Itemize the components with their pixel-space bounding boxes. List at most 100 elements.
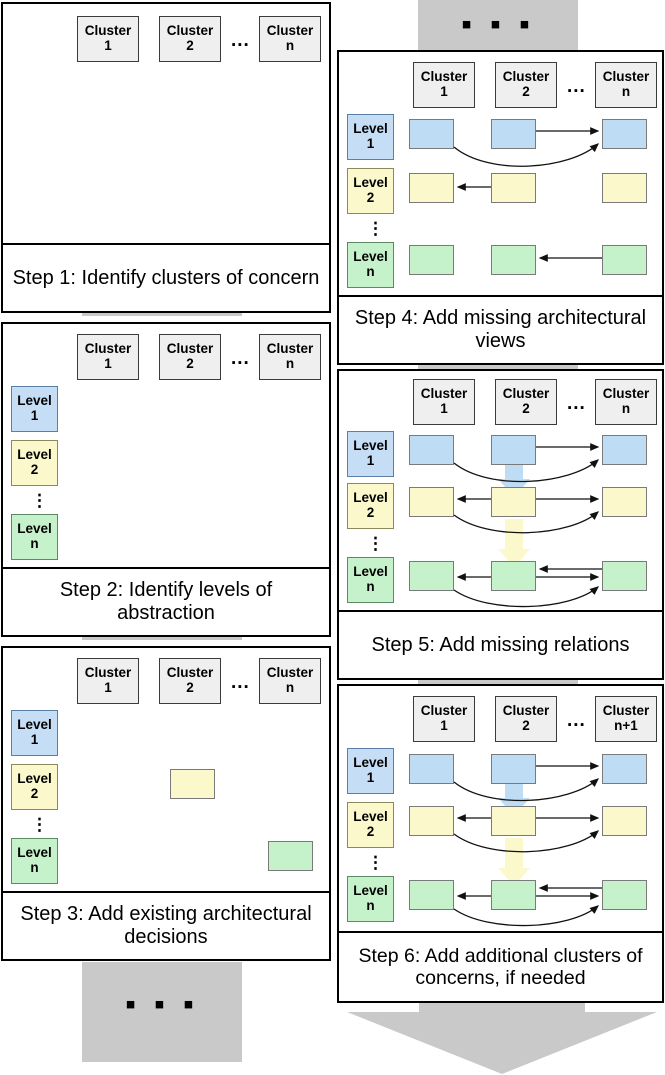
view-cell-level1-cluster1[interactable]	[409, 119, 454, 149]
level-box-1-line1: Level	[17, 393, 52, 409]
cluster-ellipsis-icon: ...	[567, 393, 586, 414]
level-box-1[interactable]: Level 1	[347, 748, 394, 794]
cluster-box-1-line1: Cluster	[420, 703, 468, 719]
cluster-box-n[interactable]: Cluster n	[595, 62, 657, 108]
level-box-n-line2: n	[366, 579, 375, 594]
view-cell-level2-cluster1[interactable]	[409, 487, 454, 517]
level-box-2[interactable]: Level 2	[11, 440, 58, 486]
level-box-2-line2: 2	[30, 786, 39, 801]
view-cell-level1-cluster2[interactable]	[491, 435, 536, 465]
level-box-2[interactable]: Level 2	[347, 168, 394, 214]
flow-down-arrow	[347, 1000, 657, 1074]
panel-step1-canvas: Cluster 1 Cluster 2 ... Cluster n	[3, 4, 329, 245]
level-box-2[interactable]: Level 2	[347, 483, 394, 529]
cluster-box-n[interactable]: Cluster n	[259, 658, 321, 704]
level-box-1[interactable]: Level 1	[11, 386, 58, 432]
cluster-box-2[interactable]: Cluster 2	[159, 16, 221, 62]
cluster-box-1-line2: 1	[104, 38, 112, 53]
cluster-box-n-line1: Cluster	[266, 341, 314, 357]
view-cell-level2-cluster1[interactable]	[409, 173, 454, 203]
level-box-n[interactable]: Level n	[347, 557, 394, 603]
cluster-box-2[interactable]: Cluster 2	[159, 334, 221, 380]
connector-bar-step2-step3	[82, 634, 242, 640]
cluster-box-1[interactable]: Cluster 1	[77, 658, 139, 704]
decision-cell-leveln-clustern[interactable]	[268, 841, 313, 871]
view-cell-level1-cluster2[interactable]	[491, 754, 536, 784]
level-box-1-line1: Level	[353, 755, 388, 771]
view-cell-level2-cluster1[interactable]	[409, 806, 454, 836]
level-box-1-line2: 1	[366, 770, 375, 785]
level-box-2[interactable]: Level 2	[11, 764, 58, 810]
cluster-box-n-plus-1[interactable]: Cluster n+1	[595, 696, 657, 742]
level-box-1[interactable]: Level 1	[347, 431, 394, 477]
cluster-box-1[interactable]: Cluster 1	[413, 62, 475, 108]
level-box-1[interactable]: Level 1	[11, 710, 58, 756]
view-cell-level1-clusternplus1[interactable]	[602, 754, 647, 784]
view-cell-leveln-clusternplus1[interactable]	[602, 880, 647, 910]
view-cell-level2-clustern[interactable]	[602, 173, 647, 203]
connector-bar-step4-step5	[418, 364, 578, 370]
view-cell-level1-clustern[interactable]	[602, 435, 647, 465]
cluster-box-n-line2: n	[621, 401, 631, 416]
cluster-box-1[interactable]: Cluster 1	[413, 696, 475, 742]
level-box-1-line1: Level	[353, 438, 388, 454]
level-box-1[interactable]: Level 1	[347, 114, 394, 160]
cluster-box-1[interactable]: Cluster 1	[77, 334, 139, 380]
view-cell-leveln-cluster1[interactable]	[409, 880, 454, 910]
level-box-2-line1: Level	[353, 490, 388, 506]
cluster-box-2-line1: Cluster	[166, 665, 214, 681]
view-cell-leveln-clustern[interactable]	[602, 561, 647, 591]
view-cell-leveln-cluster1[interactable]	[409, 561, 454, 591]
level-box-n-line2: n	[30, 536, 39, 551]
view-cell-level1-cluster1[interactable]	[409, 754, 454, 784]
cluster-box-n[interactable]: Cluster n	[259, 16, 321, 62]
view-cell-level2-clustern[interactable]	[602, 487, 647, 517]
cluster-box-1[interactable]: Cluster 1	[413, 379, 475, 425]
level-box-n[interactable]: Level n	[11, 838, 58, 884]
panel-step1-caption: Step 1: Identify clusters of concern	[3, 243, 329, 311]
cluster-box-n-plus-1-line1: Cluster	[602, 703, 650, 719]
level-box-n-line1: Level	[353, 564, 388, 580]
cluster-box-2-line1: Cluster	[502, 386, 550, 402]
panel-step3-canvas: Cluster 1 Cluster 2 ... Cluster n Level …	[3, 648, 329, 893]
cluster-box-2[interactable]: Cluster 2	[495, 62, 557, 108]
view-cell-level2-clusternplus1[interactable]	[602, 806, 647, 836]
level-box-1-line2: 1	[366, 453, 375, 468]
level-ellipsis-icon: ⋮	[31, 491, 48, 510]
view-cell-leveln-cluster1[interactable]	[409, 245, 454, 275]
view-cell-level1-clustern[interactable]	[602, 119, 647, 149]
continuation-dots-top-right: ▪ ▪ ▪	[418, 0, 578, 50]
cluster-box-n-line1: Cluster	[602, 69, 650, 85]
level-box-n-line1: Level	[353, 883, 388, 899]
cluster-box-2-line1: Cluster	[502, 69, 550, 85]
view-cell-level2-cluster2[interactable]	[491, 487, 536, 517]
level-box-2-line2: 2	[366, 824, 375, 839]
level-box-n[interactable]: Level n	[11, 514, 58, 560]
level-box-2-line2: 2	[30, 462, 39, 477]
panel-step5-caption: Step 5: Add missing relations	[339, 610, 662, 678]
cluster-box-n[interactable]: Cluster n	[259, 334, 321, 380]
view-cell-level1-cluster2[interactable]	[491, 119, 536, 149]
cluster-box-2[interactable]: Cluster 2	[495, 696, 557, 742]
decision-cell-level2-cluster2[interactable]	[170, 769, 215, 799]
level-box-n[interactable]: Level n	[347, 242, 394, 288]
view-cell-level2-cluster2[interactable]	[491, 173, 536, 203]
level-box-2-line1: Level	[17, 771, 52, 787]
view-cell-leveln-clustern[interactable]	[602, 245, 647, 275]
view-cell-level2-cluster2[interactable]	[491, 806, 536, 836]
level-box-2[interactable]: Level 2	[347, 802, 394, 848]
level-box-n[interactable]: Level n	[347, 876, 394, 922]
view-cell-leveln-cluster2[interactable]	[491, 245, 536, 275]
cluster-box-1-line2: 1	[104, 356, 112, 371]
cluster-box-n[interactable]: Cluster n	[595, 379, 657, 425]
view-cell-leveln-cluster2[interactable]	[491, 880, 536, 910]
view-cell-leveln-cluster2[interactable]	[491, 561, 536, 591]
cluster-box-1[interactable]: Cluster 1	[77, 16, 139, 62]
dots-label-left: ▪ ▪ ▪	[125, 988, 199, 1021]
cluster-box-1-line1: Cluster	[84, 23, 132, 39]
cluster-box-2[interactable]: Cluster 2	[159, 658, 221, 704]
cluster-box-2[interactable]: Cluster 2	[495, 379, 557, 425]
view-cell-level1-cluster1[interactable]	[409, 435, 454, 465]
level-ellipsis-icon: ⋮	[31, 815, 48, 834]
cluster-box-n-line1: Cluster	[266, 665, 314, 681]
